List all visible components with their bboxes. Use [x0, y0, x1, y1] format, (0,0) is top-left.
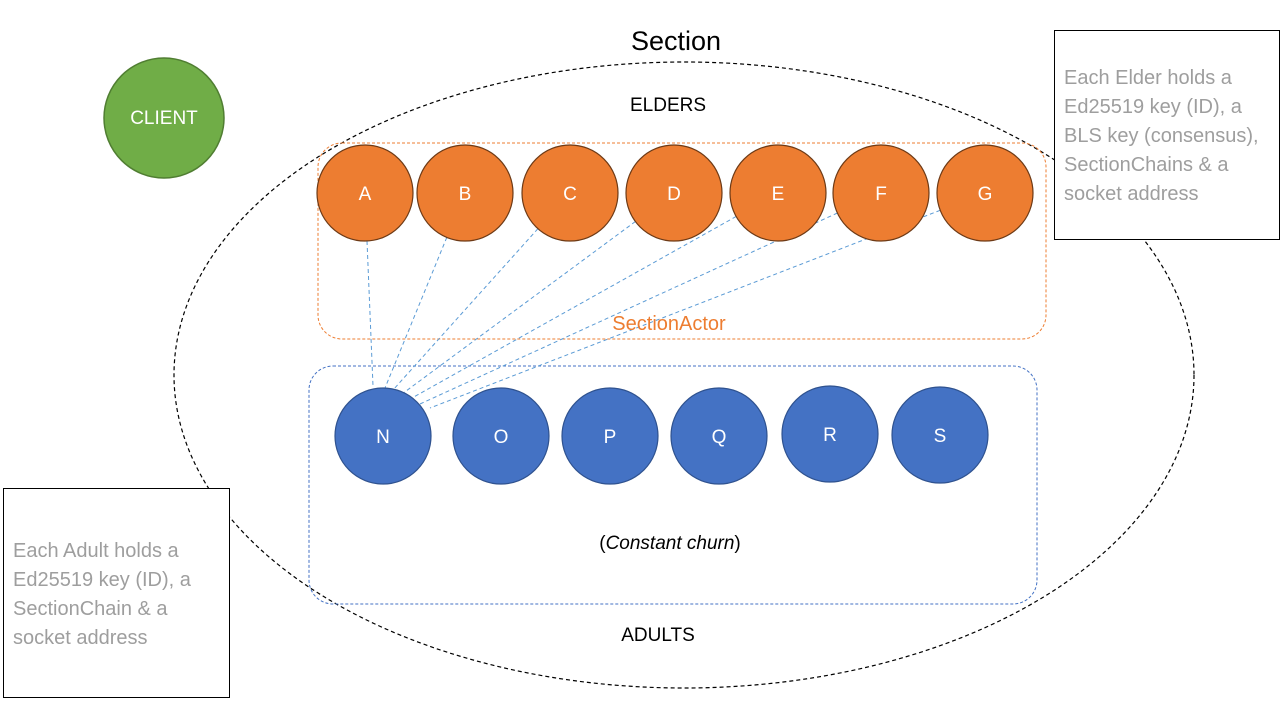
elder-node-a [316, 144, 414, 242]
adult-node-r [781, 385, 879, 483]
elder-note-line: SectionChains & a [1064, 154, 1229, 176]
churn-close: ) [734, 533, 741, 554]
elder-node-label: F [875, 184, 887, 205]
churn-text: Constant churn [605, 533, 735, 554]
adult-node-o [452, 387, 550, 485]
elder-node-b [416, 144, 514, 242]
adult-node-label: P [604, 427, 617, 448]
elder-node-c [521, 144, 619, 242]
elder-link-line [419, 212, 838, 405]
section-actor-label: SectionActor [612, 313, 726, 335]
elder-link-line [384, 237, 448, 389]
elder-node-label: A [359, 184, 372, 205]
elder-links [366, 209, 941, 409]
adult-node-label: S [934, 426, 947, 447]
elder-node-label: G [978, 184, 993, 205]
elder-note-line: Each Elder holds a [1064, 67, 1232, 89]
adult-note: Each Adult holds a Ed25519 key (ID), a S… [3, 488, 230, 698]
elder-node-label: D [667, 184, 681, 205]
elder-node-f [832, 144, 930, 242]
adult-nodes: N O P Q R S [334, 385, 989, 485]
adult-node-label: Q [712, 427, 727, 448]
elder-node-label: B [459, 184, 472, 205]
adult-node-label: R [823, 425, 837, 446]
adult-node-q [670, 387, 768, 485]
adult-note-line: Each Adult holds a [13, 540, 179, 562]
section-actor-box [317, 142, 1047, 340]
client-node [103, 57, 225, 179]
elder-node-label: E [772, 184, 785, 205]
adult-node-p [561, 387, 659, 485]
elder-link-line [411, 216, 737, 399]
section-boundary [173, 61, 1195, 689]
section-title: Section [631, 26, 721, 56]
adults-box [308, 365, 1038, 605]
elders-label: ELDERS [630, 95, 706, 116]
elder-node-e [729, 144, 827, 242]
adult-note-line: socket address [13, 627, 148, 649]
elder-node-g [936, 144, 1034, 242]
elder-nodes: A B C D E F G [316, 144, 1034, 242]
elder-link-line [401, 221, 636, 395]
adult-note-line: SectionChain & a [13, 598, 168, 620]
elder-note-line: Ed25519 key (ID), a [1064, 96, 1242, 118]
elder-node-label: C [563, 184, 577, 205]
adult-node-s [891, 386, 989, 484]
churn-caption: (Constant churn) [520, 533, 820, 555]
elder-link-line [392, 228, 539, 391]
elder-note-line: socket address [1064, 183, 1199, 205]
elder-link-line [429, 209, 941, 409]
client-label: CLIENT [130, 108, 198, 129]
adults-label: ADULTS [621, 625, 695, 646]
adult-node-label: O [494, 427, 509, 448]
elder-note-line: BLS key (consensus), [1064, 125, 1259, 147]
churn-open: ( [599, 533, 606, 554]
elder-node-d [625, 144, 723, 242]
adult-node-n [334, 387, 432, 485]
elder-link-line [366, 240, 374, 387]
adult-note-line: Ed25519 key (ID), a [13, 569, 191, 591]
adult-node-label: N [376, 427, 390, 448]
elder-note: Each Elder holds a Ed25519 key (ID), a B… [1054, 30, 1280, 240]
